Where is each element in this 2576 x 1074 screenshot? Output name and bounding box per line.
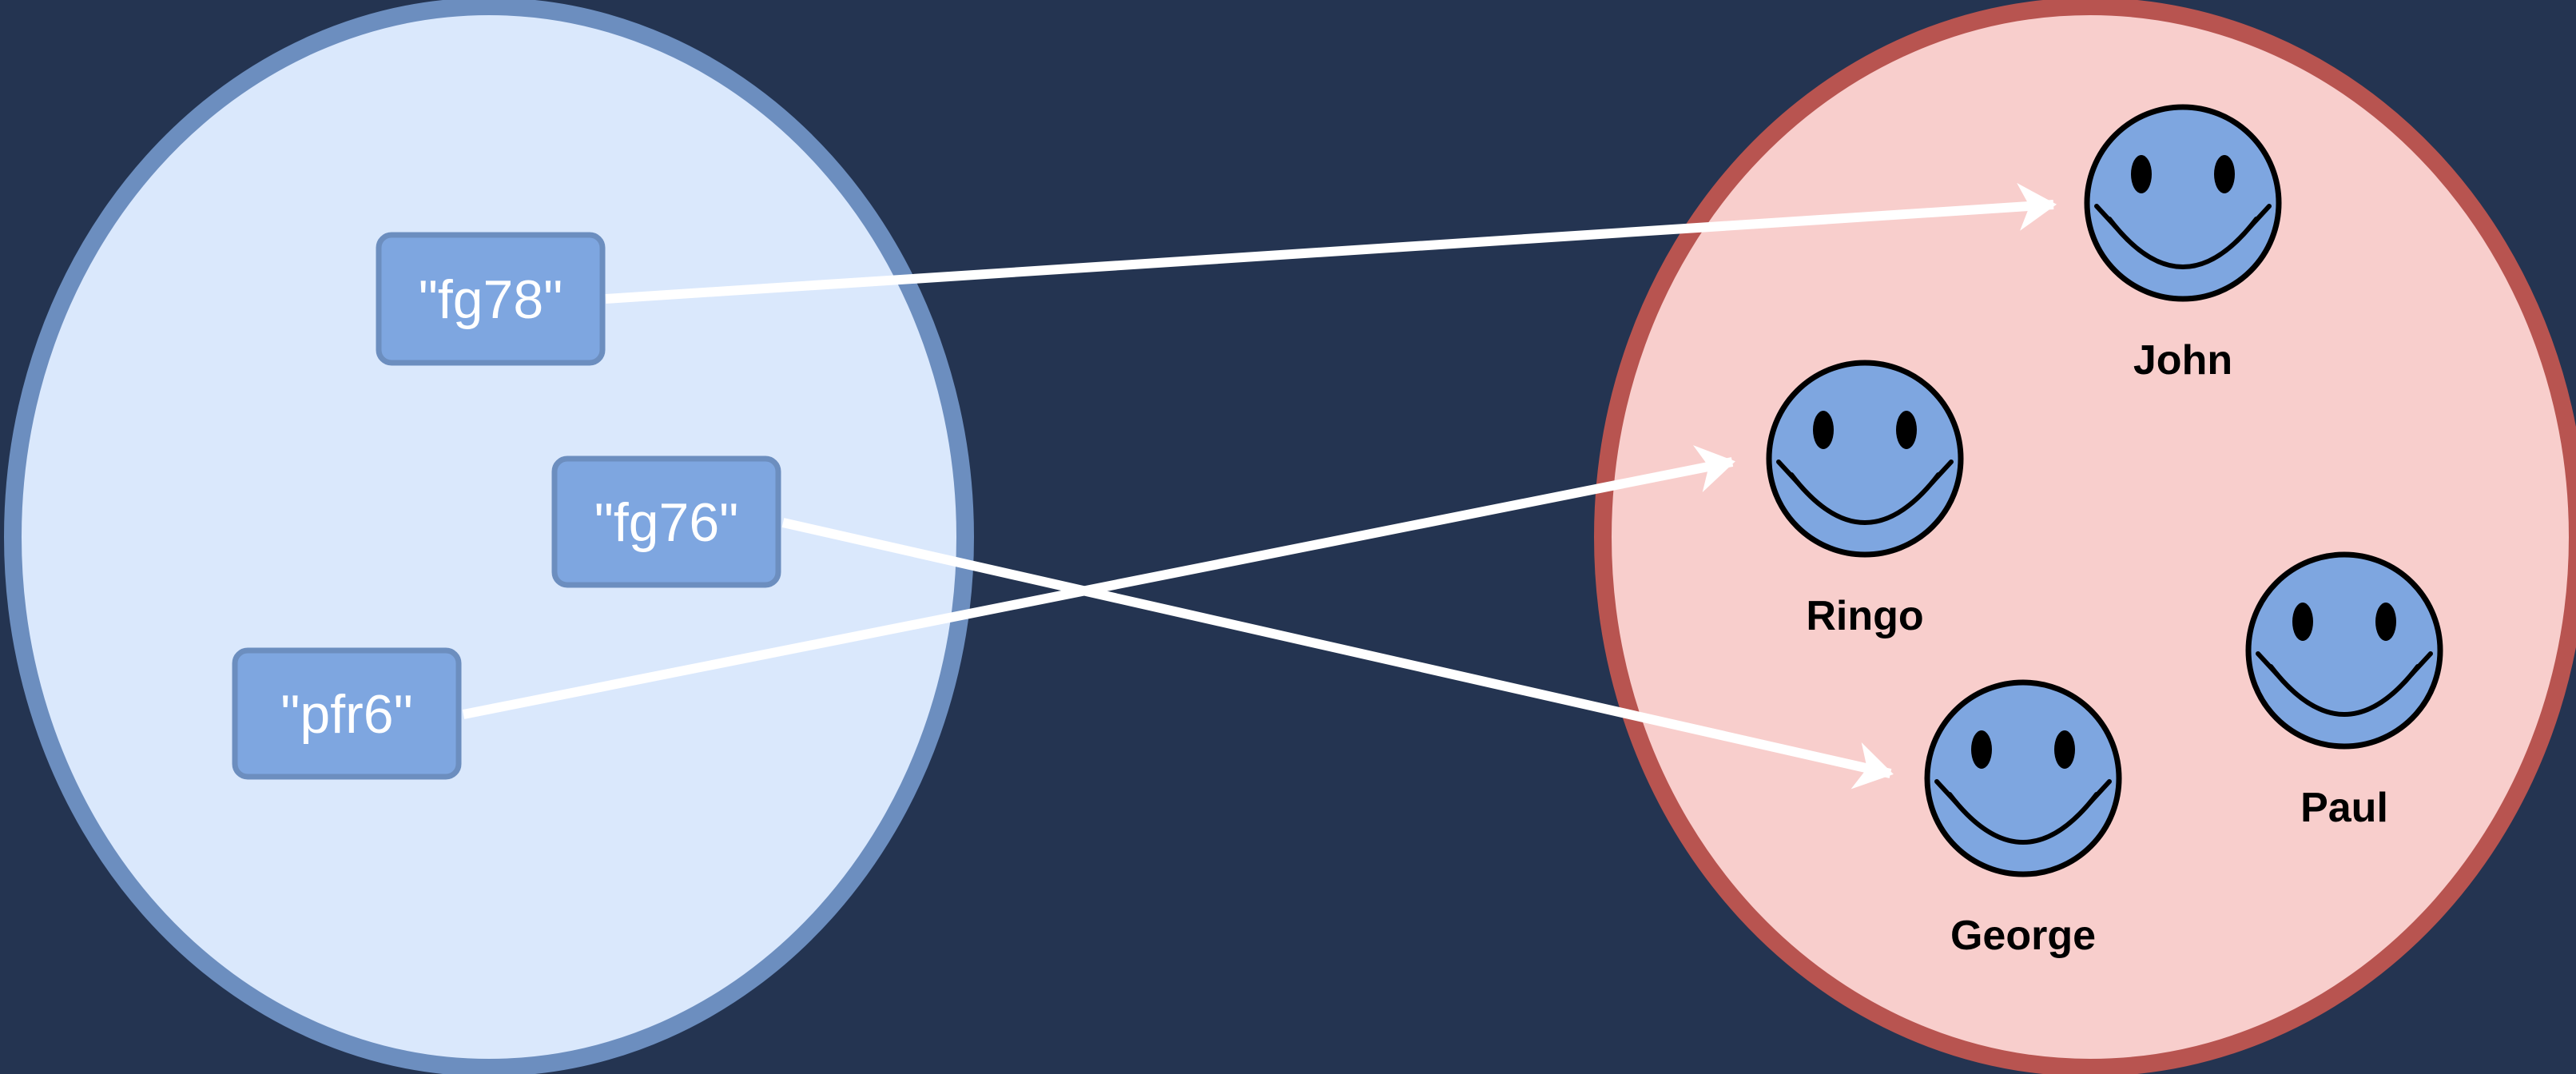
smiley-face-icon [1924, 679, 2122, 877]
arrow-k3-to-ringo [462, 445, 1735, 719]
person-john: John [2084, 104, 2282, 384]
smiley-face-icon [2245, 551, 2443, 750]
key-box: "fg76" [551, 455, 781, 588]
arrow-k1-to-john [605, 182, 2057, 304]
key-label: "fg76" [594, 492, 739, 553]
key-box-rect [551, 455, 781, 588]
arrow-k2-to-george [781, 518, 1894, 790]
key-box: "fg78" [376, 232, 606, 366]
key-set-ellipse [4, 0, 974, 1074]
person-name: John [2133, 337, 2232, 384]
key-boxes: "fg78" "fg76" "pfr6" [232, 232, 781, 780]
person-name: George [1950, 913, 2096, 959]
smiley-face-icon [2084, 104, 2282, 302]
person-ringo: Ringo [1766, 360, 1964, 639]
value-set-ellipse [1594, 0, 2576, 1074]
person-paul: Paul [2245, 551, 2443, 831]
person-name: Ringo [1806, 593, 1923, 639]
key-label: "fg78" [419, 269, 563, 330]
person-name: Paul [2300, 785, 2388, 831]
key-label: "pfr6" [280, 684, 412, 745]
key-box: "pfr6" [232, 647, 462, 780]
key-box-rect [376, 232, 606, 366]
smiley-face-icon [1766, 360, 1964, 558]
key-box-rect [232, 647, 462, 780]
mapping-arrows [462, 182, 2057, 790]
person-george: George [1924, 679, 2122, 959]
